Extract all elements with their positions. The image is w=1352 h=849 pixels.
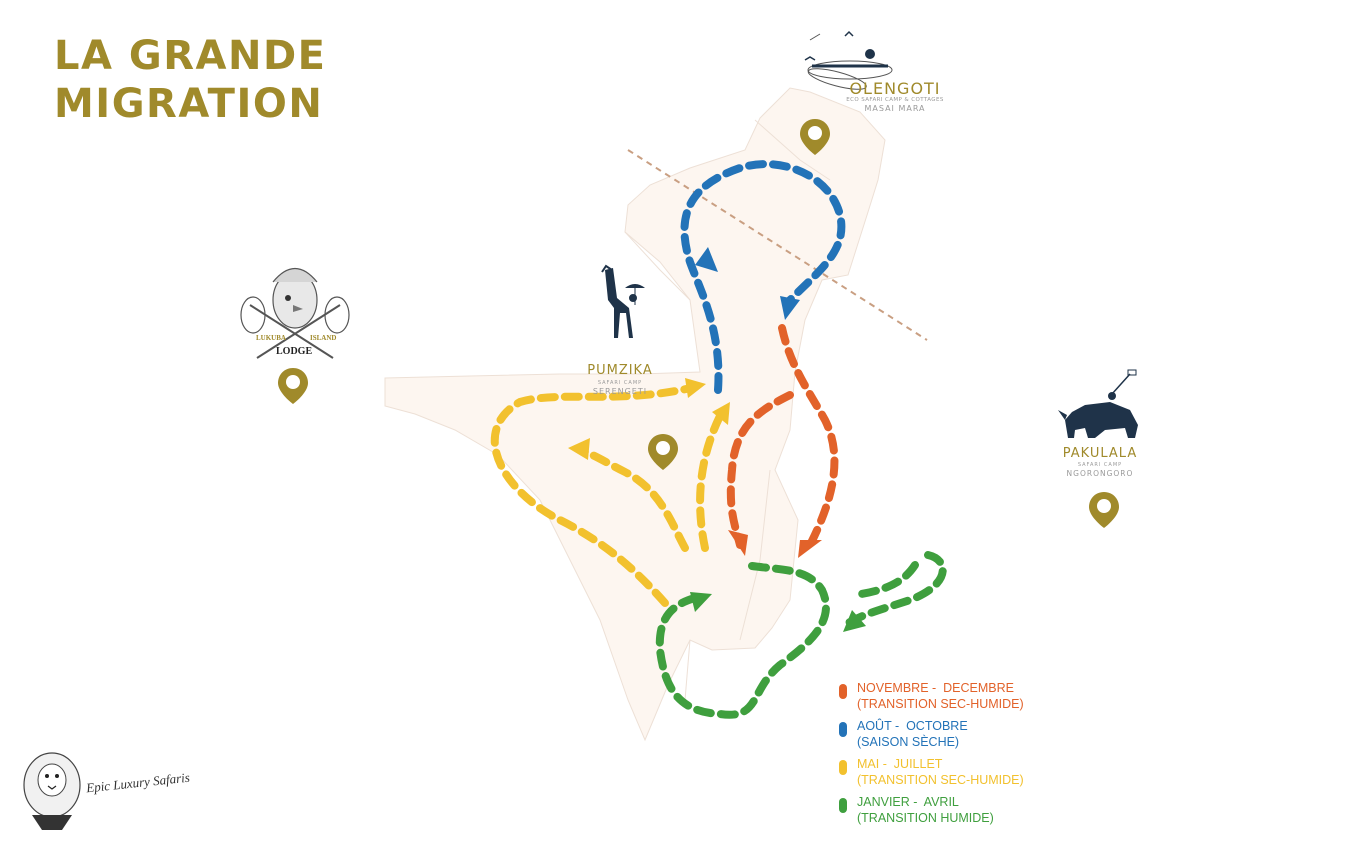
legend-swatch [839, 760, 847, 775]
camp-pumzika-name: PUMZIKA [587, 363, 653, 378]
route-aout-octobre [680, 160, 846, 394]
legend-period: MAI - JUILLET [857, 757, 943, 771]
lion-logo [23, 752, 81, 830]
camp-olengoti-region: MASAI MARA [864, 104, 926, 113]
yellow-arrow-up [712, 402, 730, 425]
giraffe-rider-logo [601, 264, 645, 338]
legend-season: (TRANSITION HUMIDE) [857, 811, 994, 825]
legend-season: (SAISON SÈCHE) [857, 735, 960, 749]
legend-season: (TRANSITION SEC-HUMIDE) [857, 773, 1024, 787]
blue-arrow-down [780, 296, 800, 320]
legend-item-mai: MAI - JUILLET (TRANSITION SEC-HUMIDE) [834, 756, 1054, 788]
legend-period: NOVEMBRE - DECEMBRE [857, 681, 1014, 695]
camp-olengoti-name: OLENGOTI [849, 79, 941, 98]
legend-swatch [839, 684, 847, 699]
location-pin-icon[interactable] [648, 434, 678, 470]
legend-season: (TRANSITION SEC-HUMIDE) [857, 697, 1024, 711]
blue-arrow-up [695, 247, 718, 272]
legend: NOVEMBRE - DECEMBRE (TRANSITION SEC-HUMI… [834, 680, 1054, 832]
serengeti-mara-region [384, 87, 886, 742]
lukuba-name-right: ISLAND [310, 334, 337, 342]
legend-swatch [839, 798, 847, 813]
rhino-rider-logo [1058, 369, 1138, 438]
camp-pakulala-region: NGORONGORO [1066, 469, 1134, 478]
camp-pumzika-region: SERENGETI [592, 387, 648, 396]
location-pin-icon[interactable] [1089, 492, 1119, 528]
camp-pakulala-name: PAKULALA [1062, 446, 1138, 461]
route-novembre-decembre [726, 324, 839, 549]
lukuba-name-left: LUKUBA [256, 334, 286, 342]
legend-period: AOÛT - OCTOBRE [857, 719, 968, 733]
bird-nets-logo [240, 267, 350, 359]
legend-swatch [839, 722, 847, 737]
location-pin-icon[interactable] [800, 119, 830, 155]
legend-item-novembre: NOVEMBRE - DECEMBRE (TRANSITION SEC-HUMI… [834, 680, 1054, 712]
green-arrow-left [843, 610, 866, 632]
yellow-arrow-left [568, 438, 590, 460]
green-arrow-right [690, 592, 712, 612]
camp-pumzika-subtitle: SAFARI CAMP [597, 380, 643, 386]
dragonfly-rider-logo [804, 30, 893, 90]
page-title: LA GRANDE MIGRATION [54, 32, 326, 128]
camp-pakulala-subtitle: SAFARI CAMP [1077, 462, 1123, 468]
route-janvier-avril [655, 551, 947, 719]
legend-item-aout: AOÛT - OCTOBRE (SAISON SÈCHE) [834, 718, 1054, 750]
legend-item-janvier: JANVIER - AVRIL (TRANSITION HUMIDE) [834, 794, 1054, 826]
page-title-line1: LA GRANDE [54, 33, 327, 79]
camp-olengoti-subtitle: ECO SAFARI CAMP & COTTAGES [846, 97, 944, 103]
yellow-arrow-right [685, 378, 706, 398]
page-title-line2: MIGRATION [54, 81, 324, 127]
orange-arrow-left [728, 530, 748, 556]
orange-arrow-right [798, 540, 822, 558]
legend-period: JANVIER - AVRIL [857, 795, 959, 809]
location-pin-icon[interactable] [278, 368, 308, 404]
kenya-tanzania-border [627, 149, 928, 341]
route-mai-juillet [490, 383, 726, 607]
lukuba-lodge-label: LODGE [276, 346, 313, 357]
